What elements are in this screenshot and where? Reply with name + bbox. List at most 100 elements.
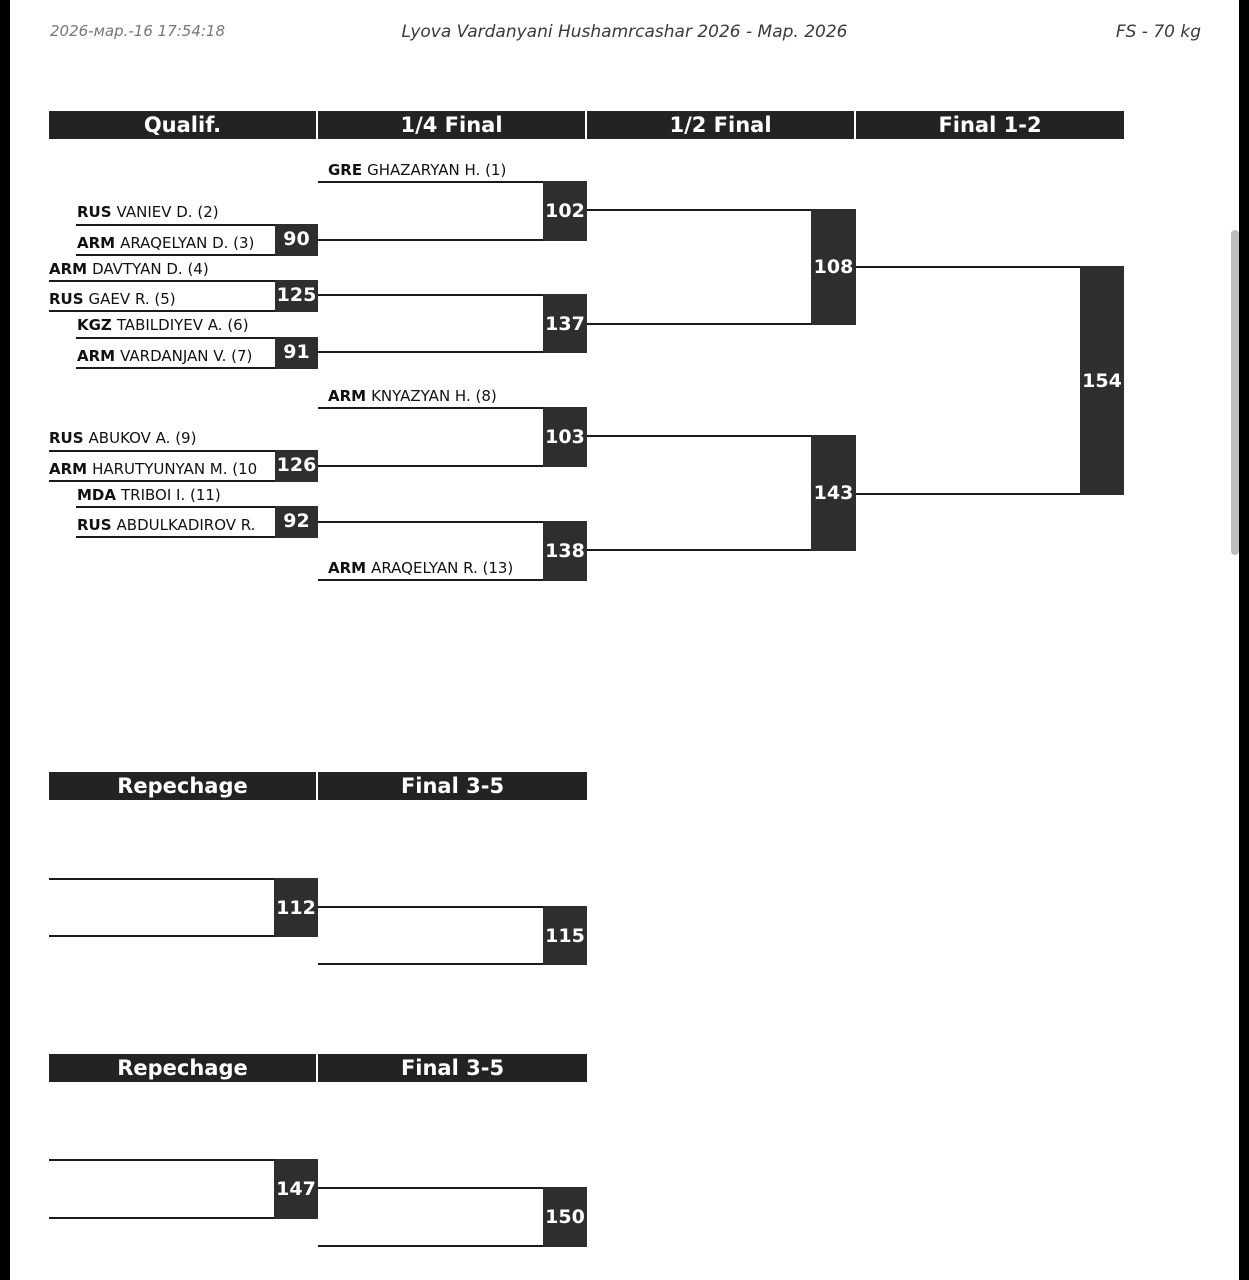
bracket-line [587,323,856,325]
wrestler-name: ABDULKADIROV R. [116,516,256,534]
column-final-3-5: Final 3-5 [318,772,587,800]
bout-number[interactable]: 102 [543,181,587,241]
bout-number[interactable]: 125 [275,280,318,312]
country-code: GRE [328,161,363,179]
bout-number[interactable]: 147 [274,1159,318,1219]
bracket-line [49,450,318,452]
column-qualif: Qualif. [49,111,318,139]
country-code: ARM [77,347,116,365]
bracket-line [76,536,318,538]
bracket-line [49,935,318,937]
bracket-line [856,493,1124,495]
wrestler-name: HARUTYUNYAN M. (10 [92,460,258,478]
country-code: RUS [77,516,112,534]
bracket-line [318,1187,587,1189]
bracket-line [49,1217,318,1219]
country-code: RUS [49,290,84,308]
bracket-line [318,521,587,523]
bout-number[interactable]: 126 [275,450,318,482]
bout-number[interactable]: 115 [543,906,587,965]
column-final-3-5: Final 3-5 [318,1054,587,1082]
bracket-line [318,181,587,183]
country-code: KGZ [77,316,112,334]
bracket-line [76,224,318,226]
scrollbar[interactable] [1231,230,1239,555]
wrestler-name: DAVTYAN D. (4) [92,260,209,278]
bout-number[interactable]: 138 [543,521,587,581]
column-semi-final: 1/2 Final [587,111,856,139]
bracket-line [318,465,587,467]
bracket-line [76,506,318,508]
bracket-line [318,294,587,296]
bout-number[interactable]: 108 [811,209,856,325]
print-timestamp: 2026-мар.-16 17:54:18 [50,22,226,40]
column-repechage: Repechage [49,1054,318,1082]
wrestler-name: ARAQELYAN D. (3) [120,234,255,252]
bracket-line [49,310,318,312]
bracket-line [76,337,318,339]
wrestler-name: GAEV R. (5) [88,290,176,308]
country-code: ARM [49,260,88,278]
wrestler-entry: MDA TRIBOI I. (11) [77,486,221,504]
bracket-line [49,1159,318,1161]
bracket-line [856,266,1124,268]
wrestler-name: GHAZARYAN H. (1) [367,161,507,179]
country-code: MDA [77,486,116,504]
bout-number[interactable]: 91 [275,337,318,369]
bracket-line [49,280,318,282]
bout-number[interactable]: 143 [811,435,856,551]
bracket-line [49,878,318,880]
bracket-line [318,579,587,581]
bout-number[interactable]: 154 [1080,266,1124,495]
bout-number[interactable]: 112 [274,878,318,937]
country-code: ARM [328,387,367,405]
wrestler-name: VARDANJAN V. (7) [120,347,253,365]
bout-number[interactable]: 137 [543,294,587,353]
wrestler-name: KNYAZYAN H. (8) [371,387,497,405]
bracket-line [587,209,856,211]
column-quarter-final: 1/4 Final [318,111,587,139]
column-repechage: Repechage [49,772,318,800]
bracket-page: Lyova Vardanyani Hushamrcashar 2026 - Ма… [10,0,1239,1280]
bracket-line [318,239,587,241]
bout-number[interactable]: 92 [275,506,318,538]
country-code: RUS [77,203,112,221]
country-code: ARM [49,460,88,478]
country-code: ARM [328,559,367,577]
bout-number[interactable]: 103 [543,407,587,467]
country-code: RUS [49,429,84,447]
bracket-line [76,254,318,256]
event-title: Lyova Vardanyani Hushamrcashar 2026 - Ма… [401,22,848,42]
wrestler-name: TRIBOI I. (11) [121,486,221,504]
bracket-line [318,963,587,965]
bracket-line [587,549,856,551]
weight-category: FS - 70 kg [1115,22,1201,42]
bracket-line [318,407,587,409]
bracket-line [49,480,318,482]
wrestler-name: VANIEV D. (2) [116,203,219,221]
bout-number[interactable]: 90 [275,224,318,256]
bracket-line [318,1245,587,1247]
bracket-line [587,435,856,437]
wrestler-name: TABILDIYEV A. (6) [116,316,249,334]
bout-number[interactable]: 150 [543,1187,587,1247]
country-code: ARM [77,234,116,252]
wrestler-name: ARAQELYAN R. (13) [371,559,514,577]
wrestler-name: ABUKOV A. (9) [88,429,197,447]
bracket-line [318,351,587,353]
column-final: Final 1-2 [856,111,1124,139]
bracket-line [318,906,587,908]
bracket-line [76,367,318,369]
